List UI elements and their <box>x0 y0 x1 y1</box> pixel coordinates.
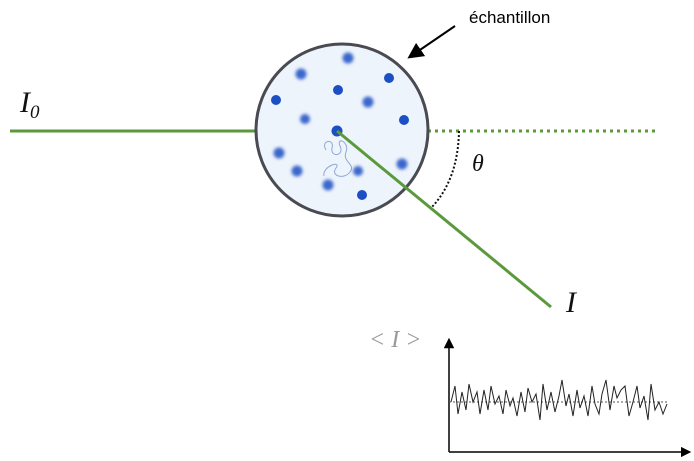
scattered-intensity-label: I <box>565 286 578 319</box>
polymer-chain <box>323 140 352 177</box>
mean-intensity-label: < I > <box>369 327 421 353</box>
angle-arc <box>430 130 460 209</box>
particles-blurred <box>273 52 408 191</box>
arrow-icon <box>407 25 456 59</box>
angle-label: θ <box>472 151 484 177</box>
intensity-plot <box>443 337 692 458</box>
sample-label: échantillon <box>469 8 550 27</box>
scattered-beam <box>336 129 552 309</box>
incident-intensity-label: I0 <box>19 86 40 123</box>
plot-signal <box>450 379 668 421</box>
particles-sharp <box>271 73 409 200</box>
